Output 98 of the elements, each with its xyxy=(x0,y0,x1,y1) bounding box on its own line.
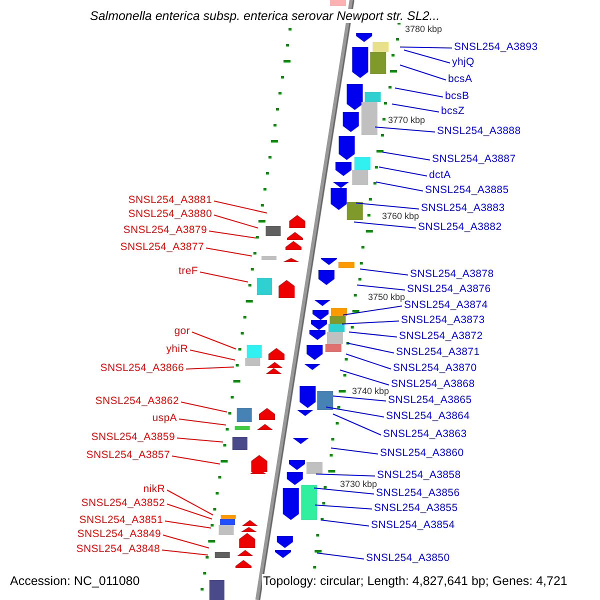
scale-label: 3750 kbp xyxy=(368,292,406,302)
leader-line xyxy=(166,490,214,516)
leader-line xyxy=(342,306,402,316)
gene-label: SNSL254_A3855 xyxy=(374,502,458,515)
leader-line xyxy=(376,182,424,192)
gene-label: bcsB xyxy=(445,90,470,103)
leader-line xyxy=(200,272,248,282)
gene-label: SNSL254_A3880 xyxy=(128,208,212,221)
gene-label: SNSL254_A3893 xyxy=(454,41,538,54)
leader-line xyxy=(190,350,236,360)
gene-label: SNSL254_A3866 xyxy=(100,362,184,375)
gene-label: SNSL254_A3865 xyxy=(388,394,472,407)
leader-line xyxy=(340,370,390,386)
gene-label: SNSL254_A3878 xyxy=(410,268,494,281)
scale-label: 3740 kbp xyxy=(352,386,390,396)
leader-line xyxy=(178,418,226,426)
leader-line xyxy=(400,46,452,48)
gene-label: yhjQ xyxy=(452,56,474,69)
gene-label: SNSL254_A3881 xyxy=(128,194,212,207)
leader-line xyxy=(326,406,384,418)
gene-label: nikR xyxy=(143,483,165,496)
scale-label: 3760 kbp xyxy=(382,211,420,221)
gene-label: SNSL254_A3852 xyxy=(81,497,165,510)
gene-label: SNSL254_A3871 xyxy=(396,346,480,359)
gene-label: SNSL254_A3858 xyxy=(377,469,461,482)
gene-label: SNSL254_A3856 xyxy=(376,487,460,500)
leader-line xyxy=(164,520,212,528)
leader-line xyxy=(348,332,398,338)
gene-label: SNSL254_A3877 xyxy=(120,241,204,254)
leader-line xyxy=(208,230,256,238)
leader-line xyxy=(314,488,374,494)
scale-label: 3780 kbp xyxy=(405,24,442,34)
leader-line xyxy=(374,126,436,132)
gene-label: SNSL254_A3859 xyxy=(91,431,175,444)
leader-line xyxy=(180,402,228,412)
leader-line xyxy=(186,366,234,370)
leader-line xyxy=(394,88,444,98)
gene-label: SNSL254_A3849 xyxy=(77,528,161,541)
leader-line xyxy=(162,534,210,548)
gene-label: gor xyxy=(174,325,190,338)
gene-label: dctA xyxy=(429,169,451,182)
leader-line xyxy=(162,550,208,556)
gene-label: uspA xyxy=(152,412,177,425)
leader-line xyxy=(400,64,446,80)
leader-line xyxy=(214,200,268,214)
leader-line xyxy=(354,222,416,228)
gene-label: SNSL254_A3851 xyxy=(79,514,163,527)
scale-label: 3730 kbp xyxy=(340,479,378,489)
leader-line xyxy=(316,474,376,476)
gene-label: SNSL254_A3864 xyxy=(386,410,470,423)
gene-label: treF xyxy=(178,265,198,278)
gene-label: SNSL254_A3860 xyxy=(380,447,464,460)
gene-label: SNSL254_A3885 xyxy=(425,184,509,197)
leader-line xyxy=(214,214,258,228)
gene-label: SNSL254_A3850 xyxy=(366,552,450,565)
gene-label: SNSL254_A3882 xyxy=(418,221,502,234)
gene-label: SNSL254_A3876 xyxy=(407,283,491,296)
leader-line xyxy=(356,284,406,290)
leader-line xyxy=(330,448,378,454)
leader-line xyxy=(314,504,372,510)
gene-label: SNSL254_A3870 xyxy=(393,362,477,375)
gene-label: SNSL254_A3879 xyxy=(123,224,207,237)
gene-label: SNSL254_A3863 xyxy=(383,428,467,441)
gene-label: SNSL254_A3888 xyxy=(437,125,521,138)
leader-line xyxy=(356,202,420,210)
leader-line xyxy=(404,50,450,64)
gene-label: SNSL254_A3848 xyxy=(76,543,160,556)
gene-label: SNSL254_A3862 xyxy=(95,395,179,408)
scale-label: 3770 kbp xyxy=(388,115,426,125)
gene-label: SNSL254_A3874 xyxy=(404,299,488,312)
gene-label: SNSL254_A3868 xyxy=(391,378,475,391)
gene-label: SNSL254_A3854 xyxy=(371,519,455,532)
leader-line xyxy=(392,104,440,112)
leader-line xyxy=(192,332,236,350)
gene-label: bcsA xyxy=(448,73,472,86)
leader-line xyxy=(176,438,224,442)
leader-line xyxy=(320,520,370,526)
leader-line xyxy=(206,248,252,256)
gene-label: SNSL254_A3883 xyxy=(421,202,505,215)
leader-line xyxy=(378,166,428,176)
leader-line xyxy=(382,152,430,160)
gene-label: SNSL254_A3857 xyxy=(86,449,170,462)
topology-label: Topology: circular; Length: 4,827,641 bp; Genes: 4,721 xyxy=(262,574,568,588)
gene-label: yhiR xyxy=(166,343,188,356)
leader-line xyxy=(360,268,408,276)
gene-label: bcsZ xyxy=(441,105,465,118)
gene-label: SNSL254_A3872 xyxy=(399,330,483,343)
leader-line xyxy=(316,552,364,560)
leader-line xyxy=(172,456,220,464)
gene-label: SNSL254_A3887 xyxy=(432,153,516,166)
leader-line xyxy=(346,354,392,370)
accession-label: Accession: NC_011080 xyxy=(9,574,141,588)
gene-label: SNSL254_A3873 xyxy=(401,314,485,327)
leader-line xyxy=(332,396,386,402)
leader-line xyxy=(332,414,382,436)
leader-line xyxy=(346,342,394,354)
leader-line xyxy=(342,320,400,324)
leader-line xyxy=(166,504,212,520)
